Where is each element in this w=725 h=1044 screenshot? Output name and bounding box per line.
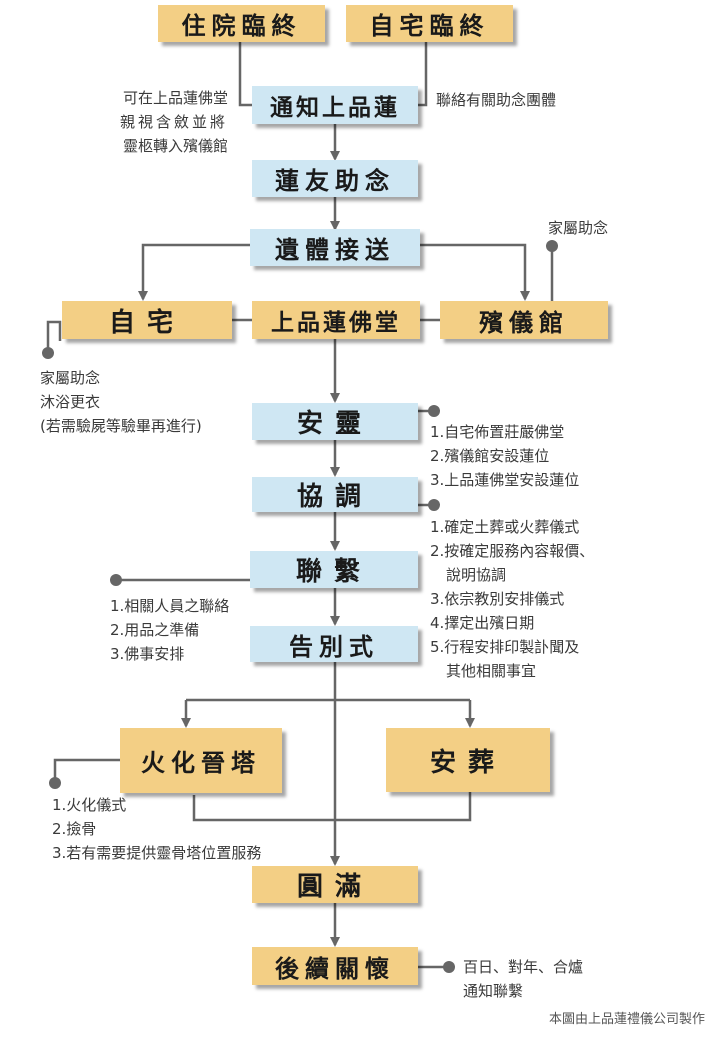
box-assist-chant: 蓮友助念 <box>252 160 418 197</box>
note-enshrine-items: 1.自宅佈置莊嚴佛堂 2.殯儀館安設蓮位 3.上品蓮佛堂安設蓮位 <box>430 423 580 489</box>
box-transport: 遺體接送 <box>250 229 420 266</box>
box-farewell: 告別式 <box>250 626 418 662</box>
dot-cremation <box>49 777 61 789</box>
dot-family-chant <box>546 240 558 252</box>
note-home-care: 家屬助念 沐浴更衣 (若需驗屍等驗畢再進行) <box>40 369 202 435</box>
line-cremation-note <box>53 758 120 783</box>
note-contact-items: 1.相關人員之聯絡 2.用品之準備 3.佛事安排 <box>110 597 230 663</box>
box-cremation: 火化晉塔 <box>120 728 282 793</box>
note-hospital-side: 可在上品蓮佛堂 親視含斂並將 靈柩轉入殯儀館 <box>119 89 228 155</box>
note-family-chant: 家屬助念 <box>548 219 609 237</box>
box-funeral-home: 殯儀館 <box>440 301 608 339</box>
box-notify: 通知上品蓮 <box>252 86 418 124</box>
box-home: 自宅 <box>62 301 232 339</box>
note-coordinate-items: 1.確定土葬或火葬儀式 2.按確定服務內容報價、 說明協調 3.依宗教別安排儀式… <box>430 518 595 680</box>
dot-contact <box>110 574 122 586</box>
line-home-care <box>46 320 62 353</box>
dot-enshrine <box>428 405 440 417</box>
box-aftercare: 後續關懷 <box>252 947 418 985</box>
box-burial: 安葬 <box>386 728 550 792</box>
note-home-side: 聯絡有關助念團體 <box>436 91 557 109</box>
box-enshrine: 安靈 <box>252 403 418 440</box>
arrow-transport-funeralhome <box>420 243 530 301</box>
box-hospital-death: 住院臨終 <box>158 5 325 42</box>
box-home-death: 自宅臨終 <box>346 5 513 42</box>
box-contact: 聯繫 <box>250 551 418 588</box>
note-cremation-items: 1.火化儀式 2.撿骨 3.若有需要提供靈骨塔位置服務 <box>52 796 262 862</box>
line-merge <box>192 792 472 822</box>
note-aftercare-items: 百日、對年、合爐 通知聯繫 <box>463 958 584 1000</box>
dot-aftercare <box>443 961 455 973</box>
line-home-notify <box>418 42 428 107</box>
dot-coordinate <box>428 499 440 511</box>
box-hall: 上品蓮佛堂 <box>252 301 420 339</box>
box-complete: 圓滿 <box>252 866 418 903</box>
line-hospital-notify <box>238 42 252 107</box>
credit-text: 本圖由上品蓮禮儀公司製作 <box>548 1012 705 1027</box>
box-coordinate: 協調 <box>252 477 418 512</box>
arrow-transport-home <box>138 243 250 301</box>
dot-home-care <box>42 347 54 359</box>
